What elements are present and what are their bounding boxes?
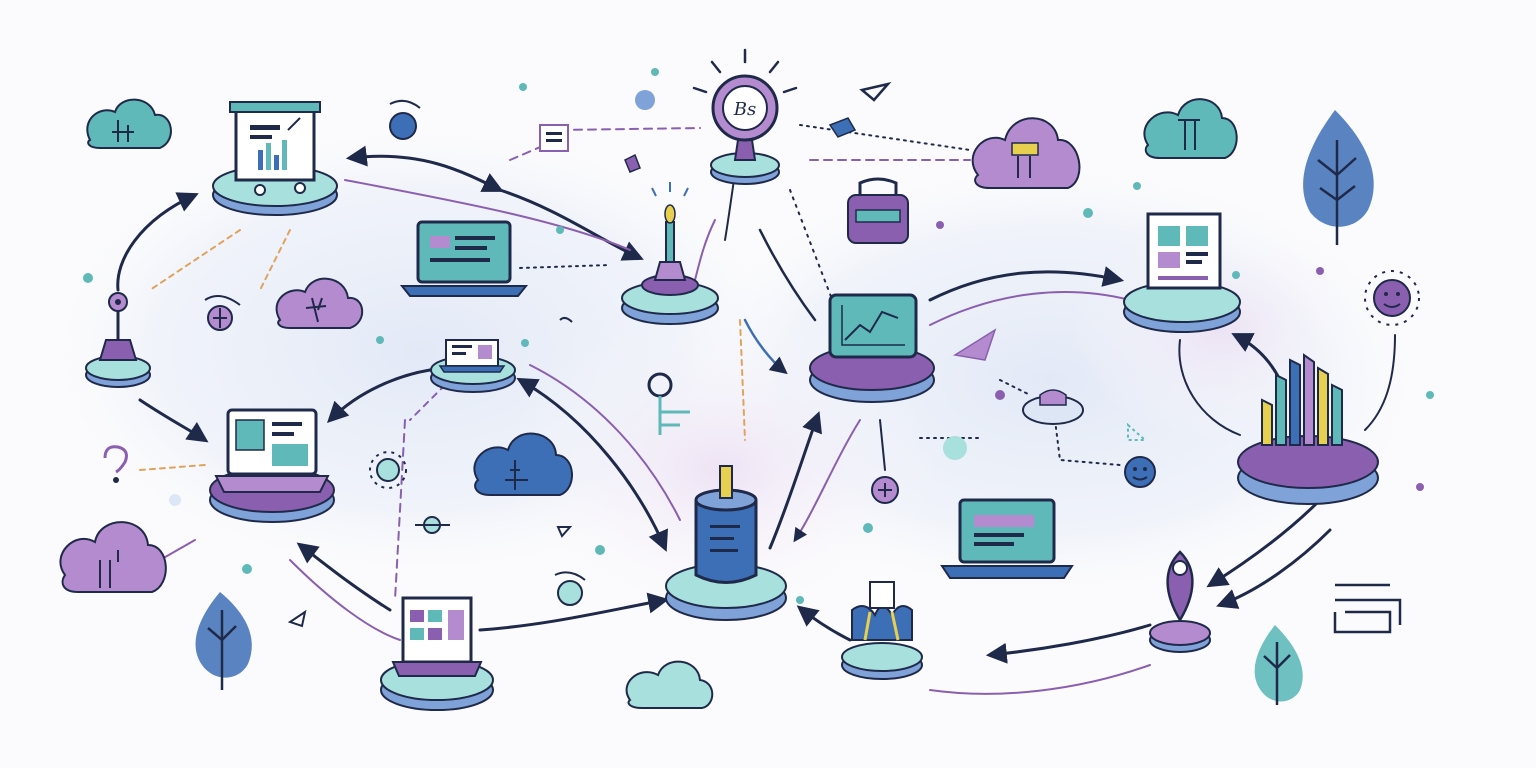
flow-arrow — [743, 318, 788, 375]
tablet-node — [1123, 212, 1241, 333]
document-icon — [851, 581, 913, 641]
flow-arrow — [1206, 498, 1322, 588]
flow-arrow — [928, 266, 1125, 302]
cloud-icon — [59, 521, 167, 593]
bar-chart-node — [1237, 353, 1379, 505]
circle-badge-icon — [554, 571, 586, 606]
connection-lines — [116, 124, 1396, 695]
flow-arrow — [516, 377, 668, 552]
triangle-icon — [287, 81, 892, 628]
flow-arrow — [1216, 528, 1332, 609]
laptop-icon — [399, 220, 529, 297]
monitor-chart-node — [809, 293, 935, 403]
key-icon — [647, 372, 690, 435]
smiley-icon — [1124, 456, 1156, 488]
cloud-icon — [971, 117, 1081, 189]
cloud-icon — [86, 98, 172, 149]
cloud-icon — [1143, 98, 1238, 159]
flow-arrow — [796, 605, 852, 642]
flow-arrow — [138, 398, 209, 443]
flow-arrow — [478, 592, 670, 632]
small-laptop-node — [430, 339, 516, 393]
candle-icon — [641, 182, 699, 296]
monitor-chart-icon — [828, 293, 918, 359]
tree-icon — [1303, 110, 1374, 245]
flow-arrow — [116, 192, 199, 292]
presentation-board-icon — [229, 101, 321, 196]
small-node — [1022, 389, 1084, 425]
lightbulb-hub-node: Bs — [692, 48, 798, 185]
smiley-icon — [1364, 270, 1420, 326]
flow-arrow — [793, 419, 861, 543]
laptop-icon — [438, 339, 506, 373]
database-cylinder-icon — [694, 465, 758, 584]
flow-arrow — [327, 368, 432, 423]
laptop-icon — [1146, 212, 1222, 290]
cloud-icon — [473, 432, 573, 496]
flag-icon — [952, 328, 997, 361]
circle-badge-icon — [415, 516, 450, 534]
database-node — [665, 465, 787, 621]
flow-arrow — [296, 542, 392, 612]
circle-badge-icon — [369, 451, 407, 489]
document-icon — [1333, 583, 1402, 634]
location-pin-node — [1149, 550, 1211, 653]
circle-badge-icon — [389, 99, 421, 140]
question-mark-icon — [103, 445, 128, 483]
flag-icon — [624, 117, 857, 173]
joystick-icon — [98, 292, 138, 361]
laptop-icon — [391, 596, 483, 677]
location-pin-icon — [1166, 550, 1194, 623]
briefcase-icon — [847, 177, 909, 244]
laptop-node — [209, 408, 335, 523]
lightbulb-icon: Bs — [692, 48, 798, 161]
flag-icon — [1127, 422, 1148, 441]
circle-badge-icon — [204, 295, 241, 331]
hub-glyph: Bs — [733, 99, 756, 120]
tree-icon — [1254, 625, 1303, 705]
confetti-dots — [83, 68, 1434, 604]
presentation-board-node — [212, 101, 338, 216]
joystick-node — [85, 292, 151, 388]
cloud-icon — [275, 277, 364, 329]
cloud-icon — [625, 660, 714, 709]
flow-arrow — [345, 145, 504, 192]
flow-arrow — [985, 623, 1152, 664]
laptop-icon — [214, 408, 330, 493]
document-icon — [539, 124, 569, 152]
tree-icon — [195, 592, 252, 690]
candle-node — [621, 182, 719, 325]
circle-badge-icon — [871, 476, 899, 504]
laptop-icon — [940, 498, 1074, 579]
flow-arrow — [498, 188, 644, 261]
bar-chart-icon — [1261, 353, 1343, 446]
flow-arrow — [768, 411, 822, 550]
plant-node — [841, 581, 923, 680]
laptop-node — [380, 596, 494, 711]
